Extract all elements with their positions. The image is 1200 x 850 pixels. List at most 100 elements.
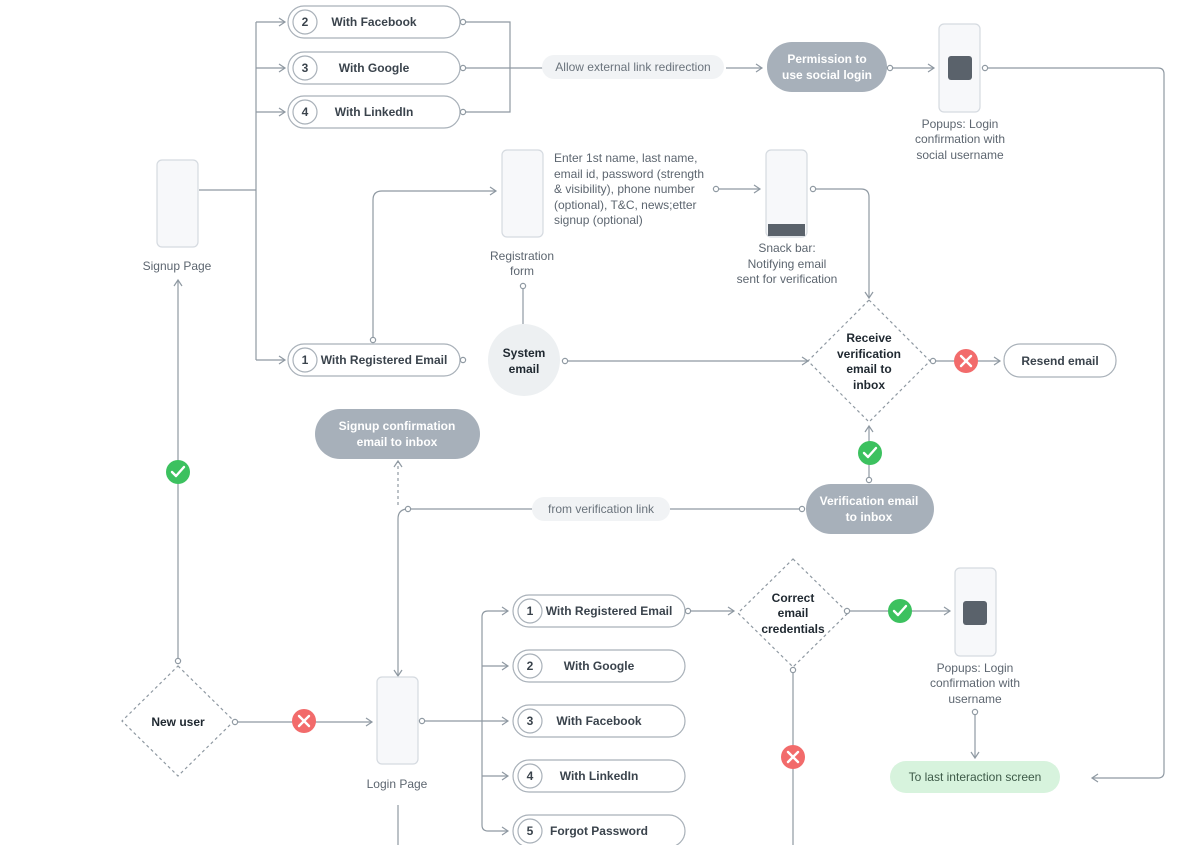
signup-option-registered-email[interactable]: 1 With Registered Email [287,343,461,377]
svg-text:(optional), T&C, news;etter: (optional), T&C, news;etter [554,198,697,212]
login-option-google[interactable]: 2 With Google [512,649,686,683]
error-icon [781,745,805,769]
snack-bar-label-3: sent for verification [737,272,838,286]
svg-text:5: 5 [527,824,534,838]
svg-text:credentials: credentials [761,622,825,636]
registration-form-screen[interactable]: Registration form [490,149,554,278]
edge-social-to-last [986,67,1165,779]
decision-correct-credentials: Correct email credentials [737,558,849,668]
edge-login-branches [481,610,508,832]
svg-text:Signup confirmation: Signup confirmation [339,419,456,433]
success-icon [858,441,882,465]
login-page-label: Login Page [367,777,428,791]
registration-form-label-1: Registration [490,249,554,263]
last-interaction-node: To last interaction screen [890,761,1060,793]
error-icon [292,709,316,733]
edge-label-from-verification: from verification link [532,497,670,521]
permission-social-login-pill: Permission to use social login [767,42,887,92]
svg-text:1: 1 [527,604,534,618]
signup-confirmation-pill: Signup confirmation email to inbox [315,409,480,459]
edge-snackbar-to-decision [813,188,870,298]
popup-social-box [948,56,972,80]
resend-email-button[interactable]: Resend email [1003,343,1117,378]
svg-text:With Google: With Google [564,659,635,673]
connector-dots [174,18,989,726]
signup-option-facebook[interactable]: 2 With Facebook [287,5,461,39]
signup-option-linkedin[interactable]: 4 With LinkedIn [287,95,461,129]
svg-text:email to inbox: email to inbox [357,435,438,449]
login-option-facebook[interactable]: 3 With Facebook [512,704,686,738]
svg-text:Verification email: Verification email [820,494,919,508]
svg-text:Forgot Password: Forgot Password [550,824,648,838]
svg-text:& visibility), phone number: & visibility), phone number [554,182,695,196]
svg-text:to inbox: to inbox [846,510,893,524]
svg-text:To last interaction screen: To last interaction screen [909,770,1042,784]
edge-signup-branches [256,21,284,361]
snack-bar-screen[interactable]: Snack bar: Notifying email sent for veri… [737,149,838,286]
edge-social-bracket [466,21,545,113]
popup-login-box [963,601,987,625]
svg-text:Permission to: Permission to [787,52,866,66]
svg-text:With Registered Email: With Registered Email [321,353,448,367]
popup-social-screen[interactable]: Popups: Login confirmation with social u… [915,23,1005,162]
svg-text:With Google: With Google [339,61,410,75]
svg-text:Resend email: Resend email [1021,354,1098,368]
svg-text:With Facebook: With Facebook [331,15,417,29]
registration-fields-text: Enter 1st name, last name, email id, pas… [554,151,704,227]
svg-text:inbox: inbox [853,378,885,392]
popup-login-label-1: Popups: Login [937,661,1014,675]
registration-form-label-2: form [510,264,534,278]
svg-text:use social login: use social login [782,68,872,82]
svg-text:email to: email to [846,362,891,376]
success-icon [888,599,912,623]
snack-bar-label-1: Snack bar: [758,241,815,255]
svg-text:Receive: Receive [846,331,892,345]
svg-text:Correct: Correct [772,591,815,605]
svg-text:4: 4 [527,769,534,783]
login-page-screen[interactable]: Login Page [367,676,428,791]
login-option-forgot-password[interactable]: 5 Forgot Password [512,814,686,848]
svg-text:email: email [509,362,540,376]
popup-social-label-3: social username [916,148,1004,162]
signup-option-google[interactable]: 3 With Google [287,51,461,85]
svg-text:System: System [503,346,546,360]
popup-login-label-3: username [948,692,1002,706]
popup-login-screen[interactable]: Popups: Login confirmation with username [930,567,1020,706]
svg-text:2: 2 [302,15,309,29]
svg-text:verification: verification [837,347,901,361]
edge-signup-arrows [278,17,287,365]
system-email-node: System email [488,324,560,396]
login-option-registered-email[interactable]: 1 With Registered Email [512,594,686,628]
svg-text:from verification link: from verification link [548,502,655,516]
svg-text:With Facebook: With Facebook [556,714,642,728]
popup-social-label-1: Popups: Login [922,117,999,131]
error-icon [954,349,978,373]
verification-email-pill: Verification email to inbox [806,484,934,534]
svg-text:3: 3 [527,714,534,728]
svg-text:Allow external link redirectio: Allow external link redirection [555,60,710,74]
signup-page-screen[interactable]: Signup Page [143,159,212,273]
snackbar-bar [768,224,805,236]
login-option-linkedin[interactable]: 4 With LinkedIn [512,759,686,793]
svg-text:signup (optional): signup (optional) [554,213,643,227]
popup-social-label-2: confirmation with [915,132,1005,146]
svg-text:With LinkedIn: With LinkedIn [560,769,639,783]
signup-page-label: Signup Page [143,259,212,273]
edge-label-allow-external: Allow external link redirection [542,55,724,79]
svg-text:1: 1 [302,353,309,367]
svg-text:With Registered Email: With Registered Email [546,604,673,618]
svg-text:Enter 1st name, last name,: Enter 1st name, last name, [554,151,697,165]
svg-text:With LinkedIn: With LinkedIn [335,105,414,119]
popup-login-label-2: confirmation with [930,676,1020,690]
svg-text:3: 3 [302,61,309,75]
svg-text:2: 2 [527,659,534,673]
svg-text:email: email [778,606,809,620]
svg-text:4: 4 [302,105,309,119]
decision-receive-verification: Receive verification email to inbox [807,299,931,423]
decision-new-user: New user [121,665,235,777]
svg-text:email id, password (strength: email id, password (strength [554,167,704,181]
edge-email-to-form [372,190,496,340]
snack-bar-label-2: Notifying email [748,257,827,271]
